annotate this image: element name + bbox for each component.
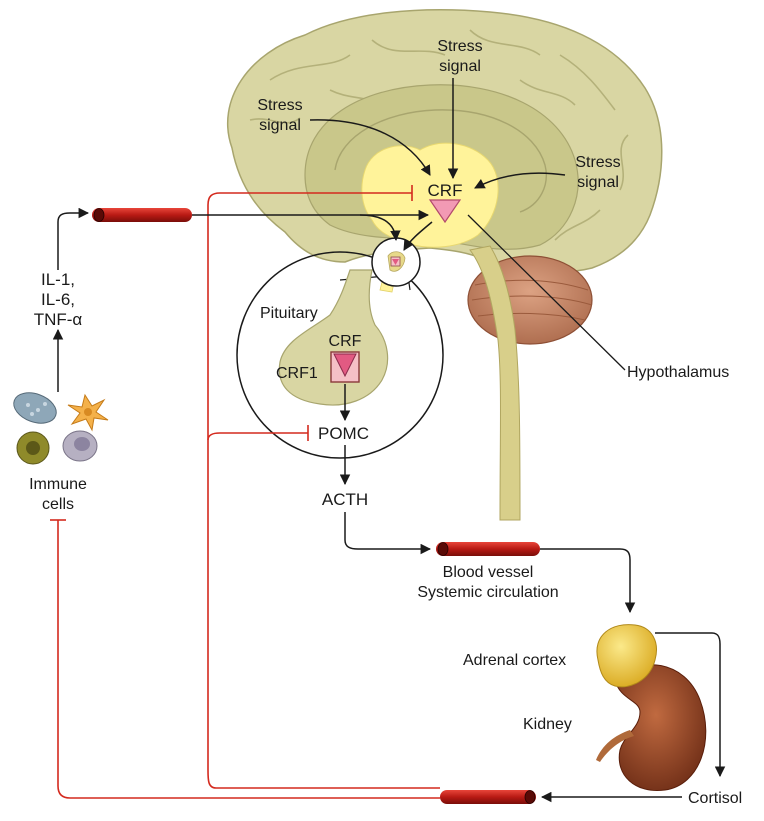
adrenal-gland: [596, 624, 657, 688]
arrow-vessel-to-adrenal: [540, 548, 636, 614]
label-immune-1: Immune: [29, 476, 87, 493]
inhibit-immune-line: [57, 520, 440, 799]
arrow-crf-to-pituitary: [403, 221, 433, 251]
arrow-stress-left: [309, 119, 431, 176]
immune-cell-blue: [13, 392, 57, 424]
inhibit-crf-line: [207, 192, 440, 789]
label-cytokine-2: IL-6,: [41, 290, 75, 309]
arrow-stress-right: [474, 172, 566, 189]
label-pituitary: Pituitary: [260, 305, 318, 322]
crf-hypothalamus-marker: [428, 199, 462, 224]
label-adrenal-cortex: Adrenal cortex: [463, 652, 566, 669]
kidney: [614, 664, 707, 792]
blood-vessel-middle: [436, 542, 540, 556]
blood-vessel-bottom: [440, 790, 536, 804]
label-crf1: CRF1: [276, 365, 318, 382]
hypothalamus-region: [361, 142, 499, 248]
label-hypothalamus: Hypothalamus: [627, 364, 729, 381]
label-blood-vessel-2: Systemic circulation: [417, 584, 558, 601]
inhibit-pomc-line: [207, 432, 308, 441]
label-kidney: Kidney: [523, 716, 572, 733]
arrow-acth-to-vessel: [344, 512, 432, 555]
immune-cell-dendritic: [67, 393, 109, 432]
labels: Stress signal Stress signal Stress signa…: [29, 38, 742, 807]
inhibitory-pathways: [50, 185, 440, 799]
label-crf-hypothalamus: CRF: [428, 181, 463, 200]
pituitary-zoom-circle: [236, 251, 444, 459]
label-cytokine-1: IL-1,: [41, 270, 75, 289]
label-stress-left-1: Stress: [257, 97, 302, 114]
blood-vessel-top: [92, 208, 192, 222]
brain-gyri: [249, 29, 629, 241]
arrow-cytokines-to-vessel: [57, 207, 90, 270]
label-blood-vessel-1: Blood vessel: [443, 564, 534, 581]
label-cortisol: Cortisol: [688, 790, 742, 807]
stimulatory-arrows: [52, 78, 726, 803]
ureter: [596, 730, 634, 762]
arrow-vessel-to-pituitary: [359, 214, 401, 242]
pituitary-gland: [278, 269, 389, 406]
label-stress-top-1: Stress: [437, 38, 482, 55]
label-crf-pituitary: CRF: [329, 333, 362, 350]
immune-cell-green: [16, 431, 50, 465]
crf1-receptor: [330, 351, 360, 383]
label-stress-top-2: signal: [439, 58, 481, 75]
label-stress-left-2: signal: [259, 117, 301, 134]
label-stress-right-1: Stress: [575, 154, 620, 171]
immune-cells: [13, 392, 109, 465]
arrow-adrenal-to-cortisol: [655, 632, 726, 778]
immune-cell-grey: [62, 430, 98, 462]
kidney-adrenal: [596, 624, 707, 792]
label-acth: ACTH: [322, 490, 368, 509]
hypothalamus-pointer: [467, 214, 626, 371]
brainstem: [469, 245, 521, 521]
brain-illustration: [226, 9, 663, 521]
label-pomc: POMC: [318, 424, 369, 443]
label-immune-2: cells: [42, 496, 74, 513]
label-stress-right-2: signal: [577, 174, 619, 191]
label-cytokine-3: TNF-α: [34, 310, 83, 329]
